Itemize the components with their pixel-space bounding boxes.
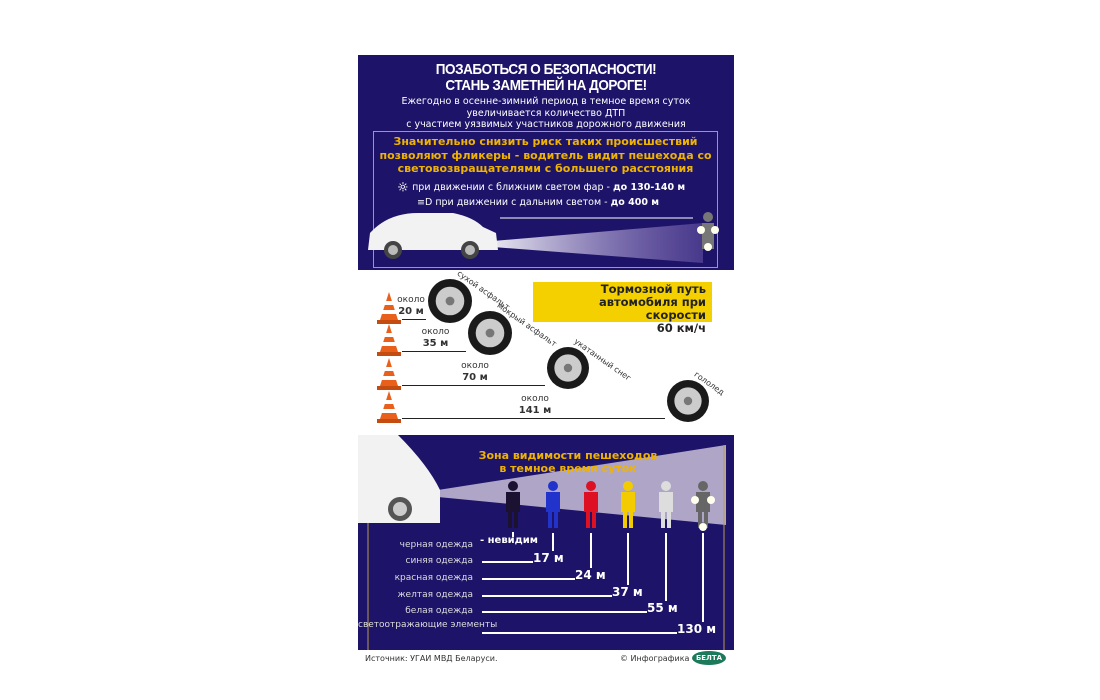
distance-line — [482, 578, 575, 580]
tire-icon — [667, 380, 709, 422]
about-text: около — [421, 327, 450, 337]
row-value: 37 м — [612, 585, 643, 599]
subtitle-2: увеличивается количество ДТП — [466, 108, 626, 119]
distance-line — [482, 595, 612, 597]
distance-line — [482, 561, 533, 563]
braking-title-box: Тормозной путь автомобиля при скорости 6… — [533, 282, 712, 335]
row-value: 55 м — [647, 601, 678, 615]
tire-icon — [468, 311, 512, 355]
distance-line — [482, 611, 647, 613]
pedestrian-reflector-icon — [697, 212, 719, 251]
pedestrian-figure — [659, 481, 673, 528]
row-value: 130 м — [677, 622, 717, 636]
distance-arrow — [402, 418, 665, 419]
high-beam-line: ≡D при движении с дальним светом - до 40… — [417, 197, 659, 208]
subtitle-3: с участием уязвимых участников дорожного… — [406, 119, 686, 130]
row-value: - невидим — [480, 535, 538, 546]
traffic-cone-icon — [377, 358, 401, 390]
braking-title-2: автомобиля при скорости — [598, 295, 706, 322]
headline-2: СТАНЬ ЗАМЕТНЕЙ НА ДОРОГЕ! — [445, 77, 647, 94]
row-label: белая одежда — [405, 606, 473, 616]
distance-value: 141 м — [518, 405, 552, 416]
distance-arrow — [402, 385, 545, 386]
about-text: около — [397, 295, 425, 305]
traffic-cone-icon — [377, 391, 401, 423]
braking-title-3: 60 км/ч — [656, 321, 706, 335]
high-beam-text: при движении с дальним светом - — [435, 197, 611, 208]
about-text: около — [521, 394, 549, 404]
distance-arrow — [402, 351, 466, 352]
belta-logo: БЕЛТА — [692, 651, 726, 665]
visibility-title-2: в темное время суток — [499, 462, 637, 475]
row-label: синяя одежда — [405, 556, 473, 566]
distance-label: около 35 м — [411, 326, 461, 350]
pedestrian-figure — [691, 481, 715, 531]
row-value: 17 м — [533, 551, 564, 565]
visibility-title-1: Зона видимости пешеходов — [478, 449, 658, 462]
high-beam-value: до 400 м — [610, 197, 660, 208]
distance-label: около 141 м — [510, 393, 560, 417]
braking-title-1: Тормозной путь — [600, 282, 706, 296]
headline-1: ПОЗАБОТЬСЯ О БЕЗОПАСНОСТИ! — [435, 61, 657, 78]
subtitle-1: Ежегодно в осенне-зимний период в темное… — [401, 96, 691, 107]
low-beam-icon: 🔆︎ — [397, 182, 410, 193]
credit-text: © Инфографика — [620, 654, 690, 663]
distance-label: около 20 м — [396, 294, 426, 318]
van-icon — [358, 435, 440, 523]
distance-arrow — [402, 319, 426, 320]
high-beam-icon: ≡D — [417, 197, 433, 208]
pedestrian-figure — [546, 481, 560, 528]
highlight-1: Значительно снизить риск таких происшест… — [393, 135, 698, 148]
car-icon — [368, 213, 498, 250]
tire-icon — [547, 347, 589, 389]
distance-line — [482, 632, 677, 634]
traffic-cone-icon — [377, 292, 401, 324]
headlight-beam — [438, 445, 726, 525]
headlight-beam — [493, 223, 703, 263]
traffic-cone-icon — [377, 324, 401, 356]
about-text: около — [461, 361, 489, 371]
distance-label: около 70 м — [450, 360, 500, 384]
pointer-line — [552, 533, 554, 551]
pedestrian-figure — [621, 481, 635, 528]
distance-value: 70 м — [462, 372, 488, 383]
row-label: желтая одежда — [397, 590, 473, 600]
pointer-line — [512, 532, 514, 537]
low-beam-line: 🔆︎ при движении с ближним светом фар - д… — [397, 182, 685, 193]
pedestrian-figure — [506, 481, 520, 528]
row-label: светоотражающие элементы — [358, 620, 498, 630]
car-beam-illustration — [368, 212, 719, 263]
pointer-line — [590, 533, 592, 568]
distance-value: 20 м — [398, 306, 424, 317]
highlight-box — [373, 131, 718, 268]
top-panel: ПОЗАБОТЬСЯ О БЕЗОПАСНОСТИ! СТАНЬ ЗАМЕТНЕ… — [358, 55, 734, 270]
highlight-2: позволяют фликеры - водитель видит пешех… — [379, 149, 712, 162]
distance-value: 35 м — [422, 338, 449, 349]
visibility-panel: Зона видимости пешеходов в темное время … — [358, 435, 734, 650]
highlight-3: световозвращателями с большего расстояни… — [397, 162, 694, 175]
pedestrian-figure — [584, 481, 598, 528]
row-label: черная одежда — [399, 540, 473, 550]
pointer-line — [665, 533, 667, 601]
pointer-line — [627, 533, 629, 585]
pointer-line — [702, 533, 704, 622]
visibility-illustration — [358, 435, 726, 650]
row-label: красная одежда — [394, 573, 473, 583]
low-beam-text: при движении с ближним светом фар - — [412, 182, 613, 193]
low-beam-value: до 130-140 м — [612, 182, 686, 193]
tire-icon — [428, 279, 472, 323]
source-text: Источник: УГАИ МВД Беларуси. — [365, 654, 498, 663]
row-value: 24 м — [575, 568, 606, 582]
